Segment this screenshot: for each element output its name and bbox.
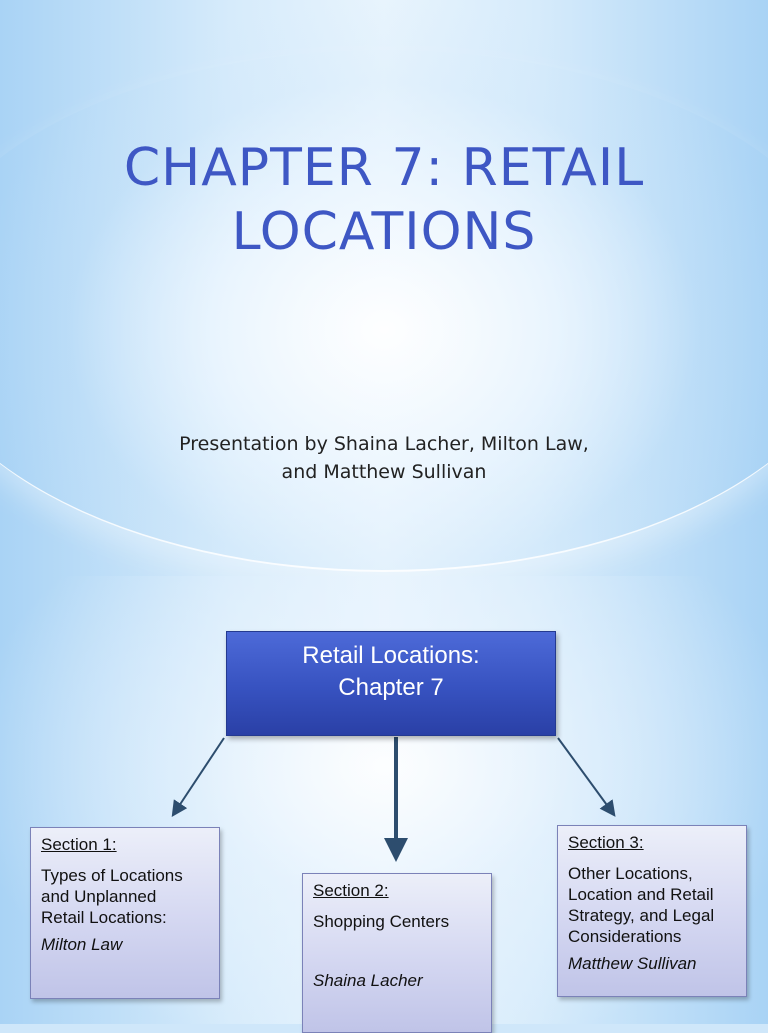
section-1-heading: Section 1: xyxy=(41,835,117,854)
section-2-body: Shopping Centers xyxy=(313,912,450,931)
section-3-heading: Section 3: xyxy=(568,833,644,852)
section-1-body: Types of Locations and Unplanned Retail … xyxy=(41,866,183,927)
arrow-to-section-1 xyxy=(171,737,225,818)
decorative-arc xyxy=(0,50,768,572)
section-1-box: Section 1: Types of Locations and Unplan… xyxy=(30,827,220,999)
arrow-to-section-3 xyxy=(557,737,616,817)
section-2-box: Section 2: Shopping Centers Shaina Lache… xyxy=(302,873,492,1033)
section-2-heading: Section 2: xyxy=(313,881,389,900)
slide-title: CHAPTER 7: RETAIL LOCATIONS xyxy=(123,138,645,262)
title-slide xyxy=(0,0,768,576)
section-2-author: Shaina Lacher xyxy=(313,971,423,990)
section-1-author: Milton Law xyxy=(41,935,123,954)
main-topic-box: Retail Locations: Chapter 7 xyxy=(226,631,556,736)
section-3-box: Section 3: Other Locations, Location and… xyxy=(557,825,747,997)
slide-subtitle: Presentation by Shaina Lacher, Milton La… xyxy=(179,433,589,483)
section-3-body: Other Locations, Location and Retail Str… xyxy=(568,864,715,946)
section-3-author: Matthew Sullivan xyxy=(568,954,697,973)
